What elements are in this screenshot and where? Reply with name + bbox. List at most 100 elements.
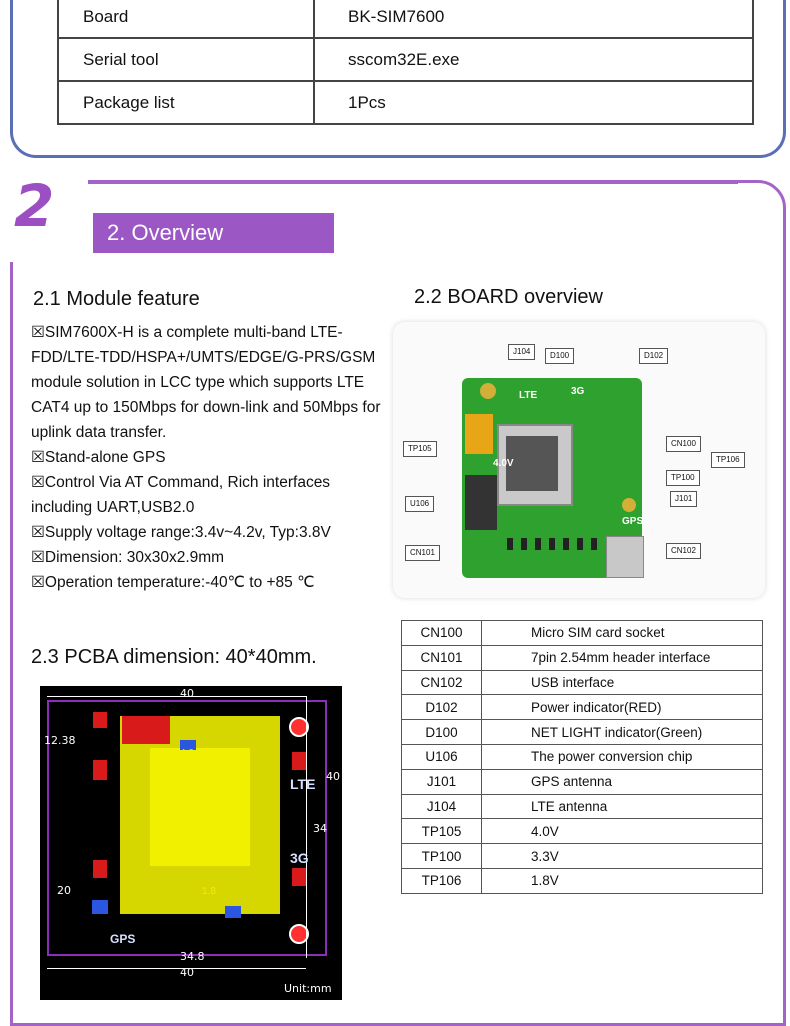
pcba-outline [47, 700, 327, 956]
section-number: 2 [14, 172, 55, 240]
section-title: 2. Overview [93, 213, 334, 253]
mounting-hole [289, 717, 309, 737]
feature-item: ☒Stand-alone GPS [31, 449, 166, 466]
unit-label: Unit:mm [284, 982, 332, 995]
component-desc: Power indicator(RED) [481, 694, 763, 721]
spec-row: Package list 1Pcs [57, 80, 754, 125]
spec-key: Serial tool [57, 37, 315, 82]
component-desc: 7pin 2.54mm header interface [481, 644, 763, 671]
component-desc: The power conversion chip [481, 743, 763, 770]
capacitor [465, 414, 493, 454]
spec-row: Serial tool sscom32E.exe [57, 37, 754, 82]
dim-right-inner: 34 [313, 822, 327, 835]
callout-cn100: CN100 [666, 436, 701, 452]
callout-tp105: TP105 [403, 441, 437, 457]
spec-frame [10, 0, 786, 158]
regulator-chip [465, 475, 497, 530]
silk-18v-label: 1.8 [202, 886, 216, 897]
checkbox-icon: ☒ [31, 549, 45, 566]
checkbox-icon: ☒ [31, 324, 45, 341]
silk-lte: LTE [519, 390, 538, 401]
checkbox-icon: ☒ [31, 449, 45, 466]
feature-item: ☒Dimension: 30x30x2.9mm [31, 549, 225, 566]
component-id: TP105 [401, 818, 482, 845]
callout-d102: D102 [639, 348, 669, 364]
pcba-silk-gps: GPS [110, 932, 136, 946]
frame-top-line [88, 180, 738, 184]
component-desc: 1.8V [481, 867, 763, 894]
dim-line [47, 968, 306, 969]
pad-blue [225, 906, 241, 918]
gps-antenna-connector [622, 498, 636, 512]
component-id: D102 [401, 694, 482, 721]
spec-value: 1Pcs [313, 80, 754, 125]
spec-key: Package list [57, 80, 315, 125]
pad-red [122, 716, 170, 744]
component-id: TP100 [401, 843, 482, 869]
spec-value: BK-SIM7600 [313, 0, 754, 39]
callout-cn101: CN101 [405, 545, 440, 561]
component-id: CN102 [401, 669, 482, 696]
silk-4v: 4.0V [493, 458, 514, 469]
dim-bottom: 40 [180, 966, 194, 979]
checkbox-icon: ☒ [31, 574, 45, 591]
dim-right: 40 [326, 770, 340, 783]
pad-blue [92, 900, 108, 914]
component-id: CN101 [401, 644, 482, 671]
callout-tp106: TP106 [711, 452, 745, 468]
spec-value: sscom32E.exe [313, 37, 754, 82]
spec-table: Board BK-SIM7600 Serial tool sscom32E.ex… [57, 0, 754, 125]
component-id: J101 [401, 768, 482, 795]
feature-item: ☒Operation temperature:-40℃ to +85 ℃ [31, 574, 315, 591]
component-desc: GPS antenna [481, 768, 763, 795]
dim-top: 40 [180, 687, 194, 700]
board-overview-heading: 2.2 BOARD overview [414, 286, 603, 308]
pad-red [93, 712, 107, 728]
feature-item: ☒Control Via AT Command, Rich interfaces… [31, 474, 331, 516]
component-id: U106 [401, 743, 482, 770]
component-desc: USB interface [481, 669, 763, 696]
component-desc: Micro SIM card socket [481, 620, 763, 646]
dim-line [306, 696, 307, 958]
component-desc: 3.3V [481, 843, 763, 869]
pad-blue [180, 740, 196, 750]
feature-item: ☒Supply voltage range:3.4v~4.2v, Typ:3.8… [31, 524, 331, 541]
spec-row: Board BK-SIM7600 [57, 0, 754, 39]
sim-socket-inner [506, 436, 558, 491]
callout-tp100: TP100 [666, 470, 700, 486]
frame-gap [10, 176, 90, 262]
component-desc: NET LIGHT indicator(Green) [481, 719, 763, 745]
component-id: CN100 [401, 620, 482, 646]
checkbox-icon: ☒ [31, 474, 45, 491]
checkbox-icon: ☒ [31, 524, 45, 541]
module-pad [150, 748, 250, 866]
silk-3g: 3G [571, 386, 585, 397]
callout-u106: U106 [405, 496, 435, 512]
component-desc: 4.0V [481, 818, 763, 845]
callout-j101: J101 [670, 491, 698, 507]
component-id: D100 [401, 719, 482, 745]
pin-header [507, 538, 597, 550]
usb-connector [606, 536, 644, 578]
dim-left-top: 12.38 [44, 734, 76, 747]
feature-item: ☒SIM7600X-H is a complete multi-band LTE… [31, 324, 381, 441]
pcba-heading: 2.3 PCBA dimension: 40*40mm. [31, 646, 317, 668]
pcba-silk-3g: 3G [290, 850, 309, 866]
module-feature-heading: 2.1 Module feature [33, 288, 200, 310]
callout-j104: J104 [508, 344, 536, 360]
pad-red [292, 752, 306, 770]
callout-d100: D100 [545, 348, 575, 364]
pad-red [93, 860, 107, 878]
pad-red [93, 760, 107, 780]
component-desc: LTE antenna [481, 793, 763, 820]
component-id: TP106 [401, 867, 482, 894]
